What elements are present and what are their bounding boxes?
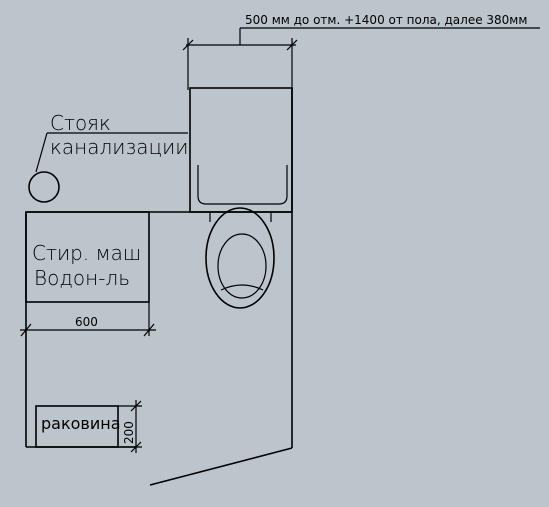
dimension-200 bbox=[118, 400, 142, 453]
sink-label: раковина bbox=[41, 414, 121, 433]
riser-label-line2: канализации bbox=[50, 135, 188, 159]
washing-machine-box bbox=[25, 211, 150, 303]
dimension-200-text: 200 bbox=[122, 421, 136, 444]
toilet-cistern bbox=[189, 87, 293, 213]
cistern-inner-outline bbox=[197, 165, 288, 205]
riser-label-line1: Стояк bbox=[50, 111, 111, 135]
washer-label-line1: Стир. маш bbox=[32, 241, 141, 265]
riser-leader-diagonal bbox=[35, 132, 48, 173]
top-note-text: 500 мм до отм. +1400 от пола, далее 380м… bbox=[245, 13, 527, 27]
sewer-riser-pipe bbox=[28, 171, 60, 203]
sink-box bbox=[35, 405, 119, 448]
washer-label-line2: Водон-ль bbox=[34, 266, 130, 290]
dimension-600 bbox=[20, 302, 156, 337]
dimension-600-text: 600 bbox=[75, 315, 98, 329]
toilet-bowl bbox=[205, 207, 275, 309]
top-dimension bbox=[182, 27, 540, 90]
